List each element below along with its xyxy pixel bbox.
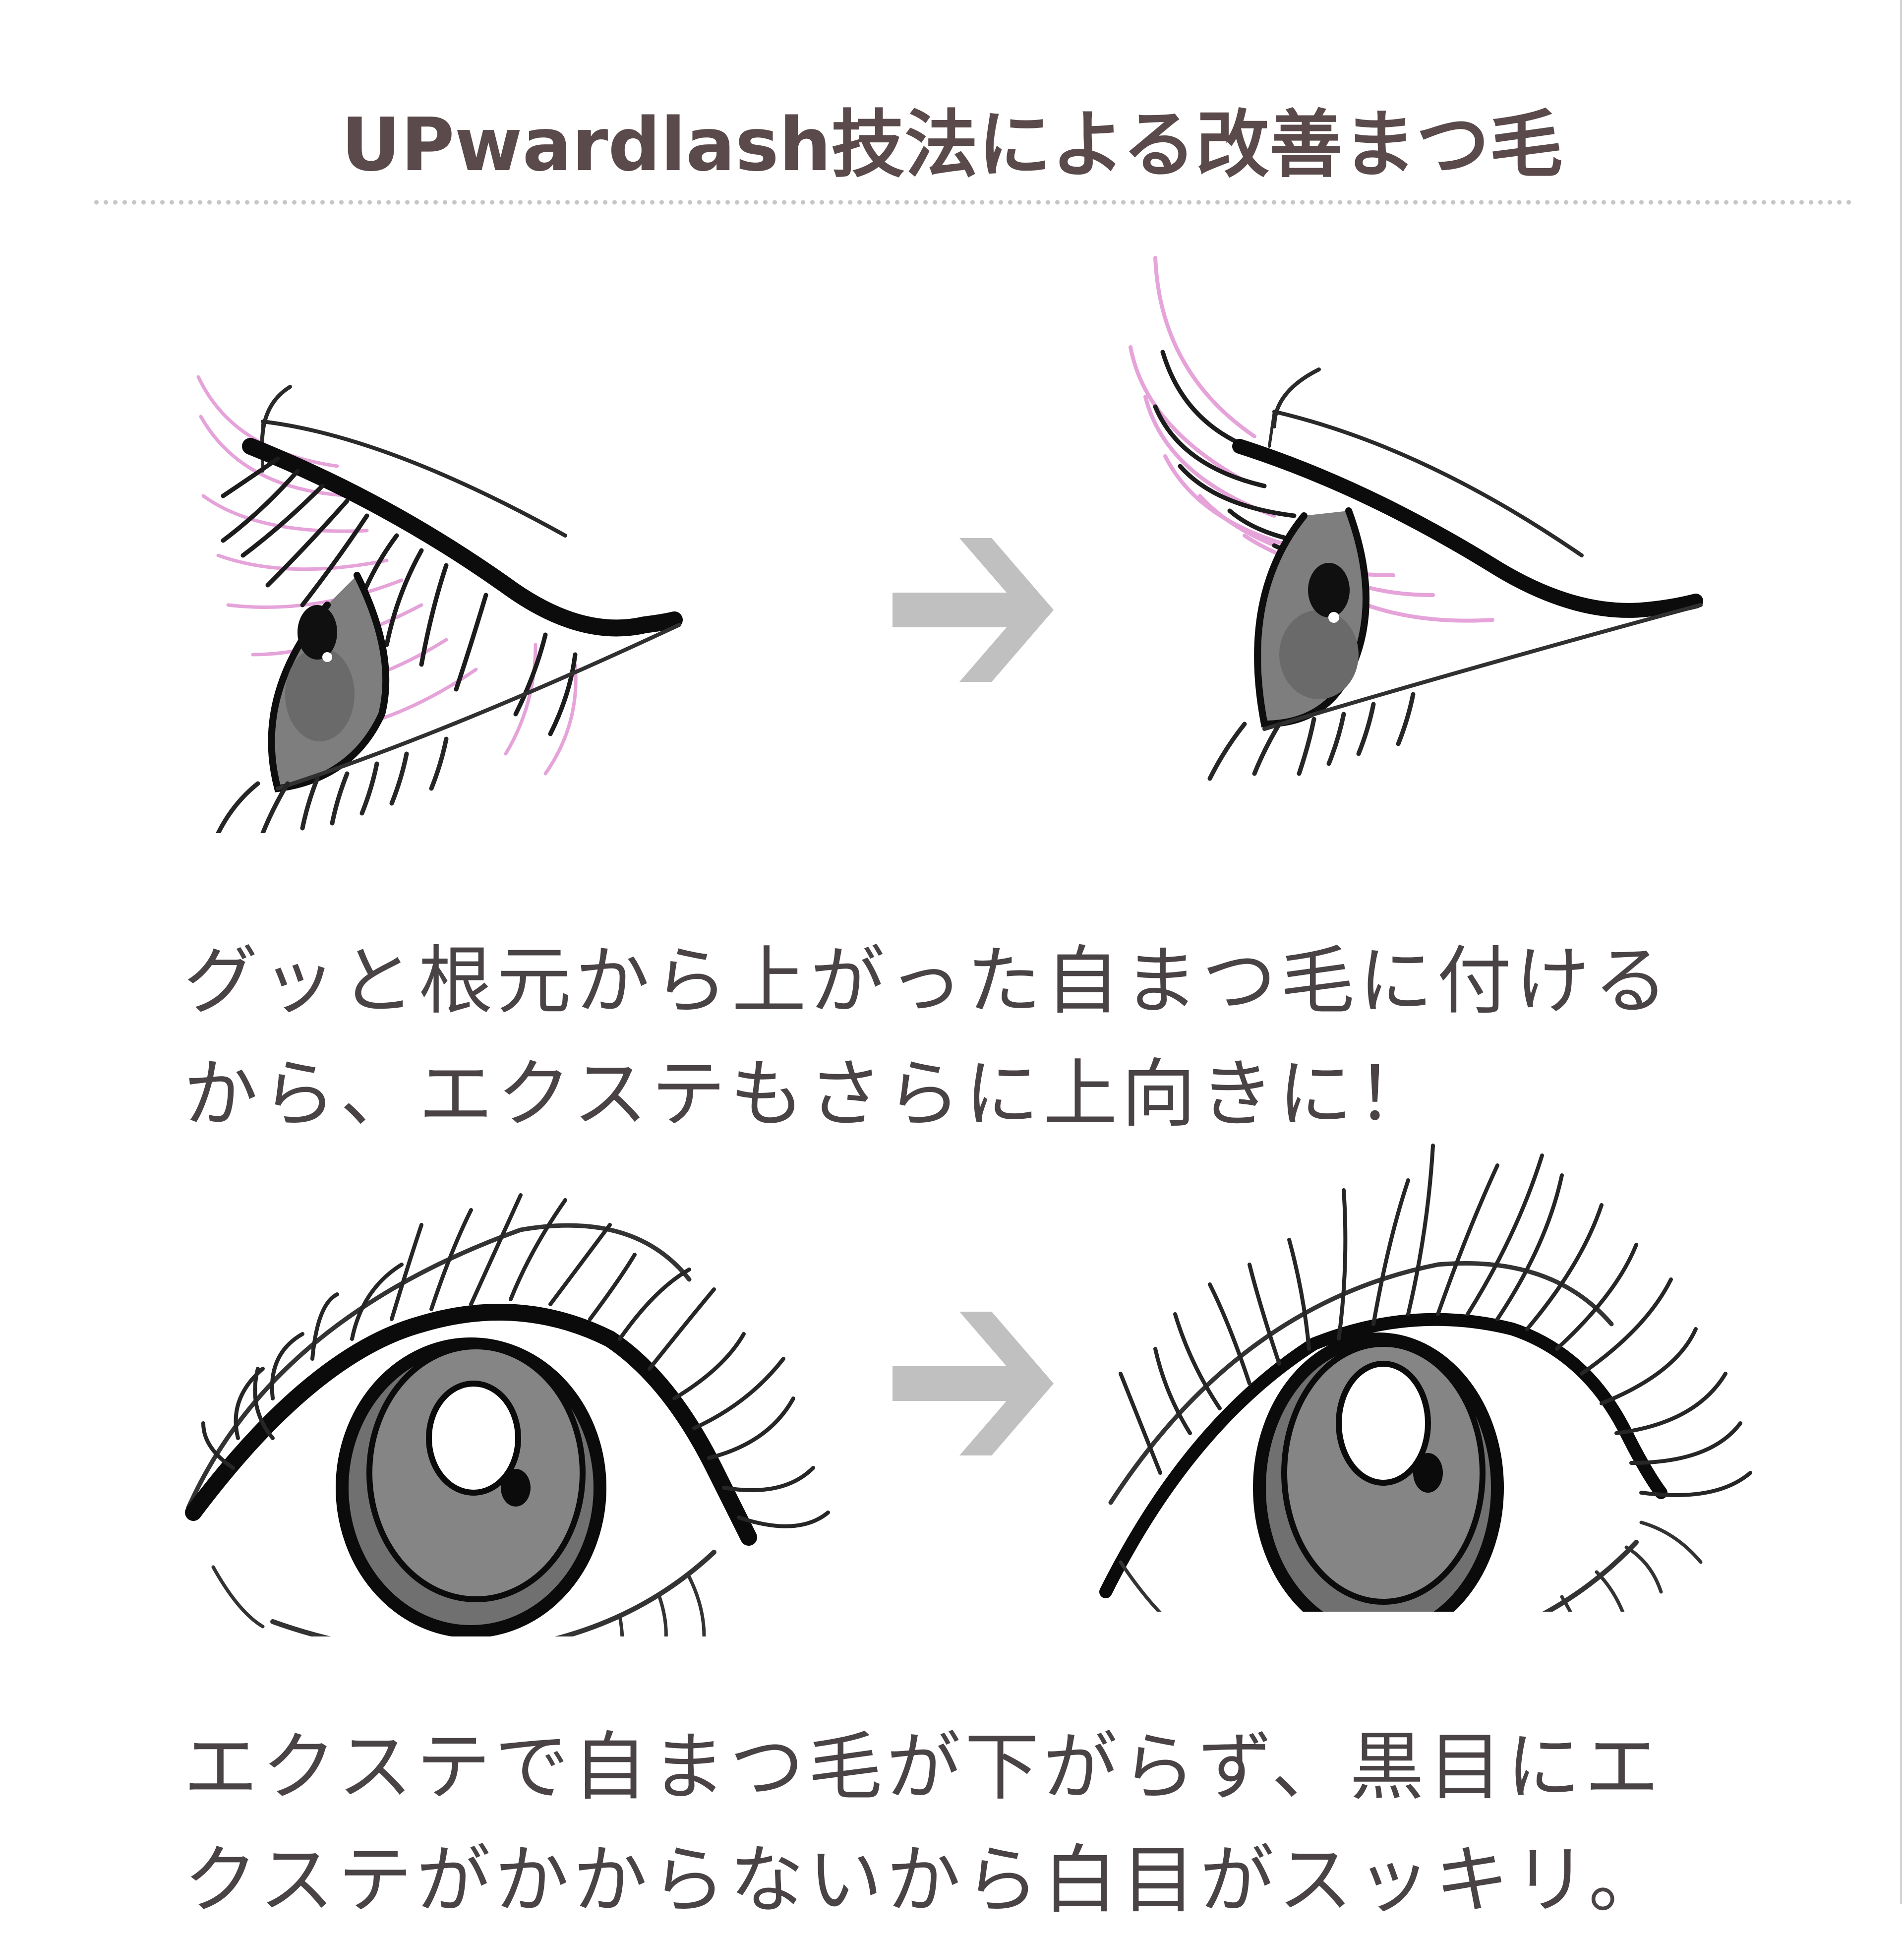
front-view-caption: エクステで自まつ毛が下がらず、黒目にエクステがかからないから白目がスッキリ。 [183, 1724, 1667, 1924]
front-eye-after-illustration [1099, 1144, 1752, 1612]
page-title: UPwardlash技法による改善まつ毛 [341, 102, 1563, 188]
dotted-divider [92, 200, 1854, 205]
page-right-border [1900, 0, 1902, 1904]
arrow-right-icon [892, 538, 1054, 682]
side-eye-after-illustration [1129, 256, 1703, 781]
arrow-right-icon [892, 1312, 1054, 1455]
side-eye-before-illustration [196, 375, 683, 833]
front-eye-before-illustration [185, 1193, 830, 1636]
side-view-caption: グッと根元から上がった自まつ毛に付けるから、エクステもさらに上向きに！ [183, 938, 1672, 1138]
